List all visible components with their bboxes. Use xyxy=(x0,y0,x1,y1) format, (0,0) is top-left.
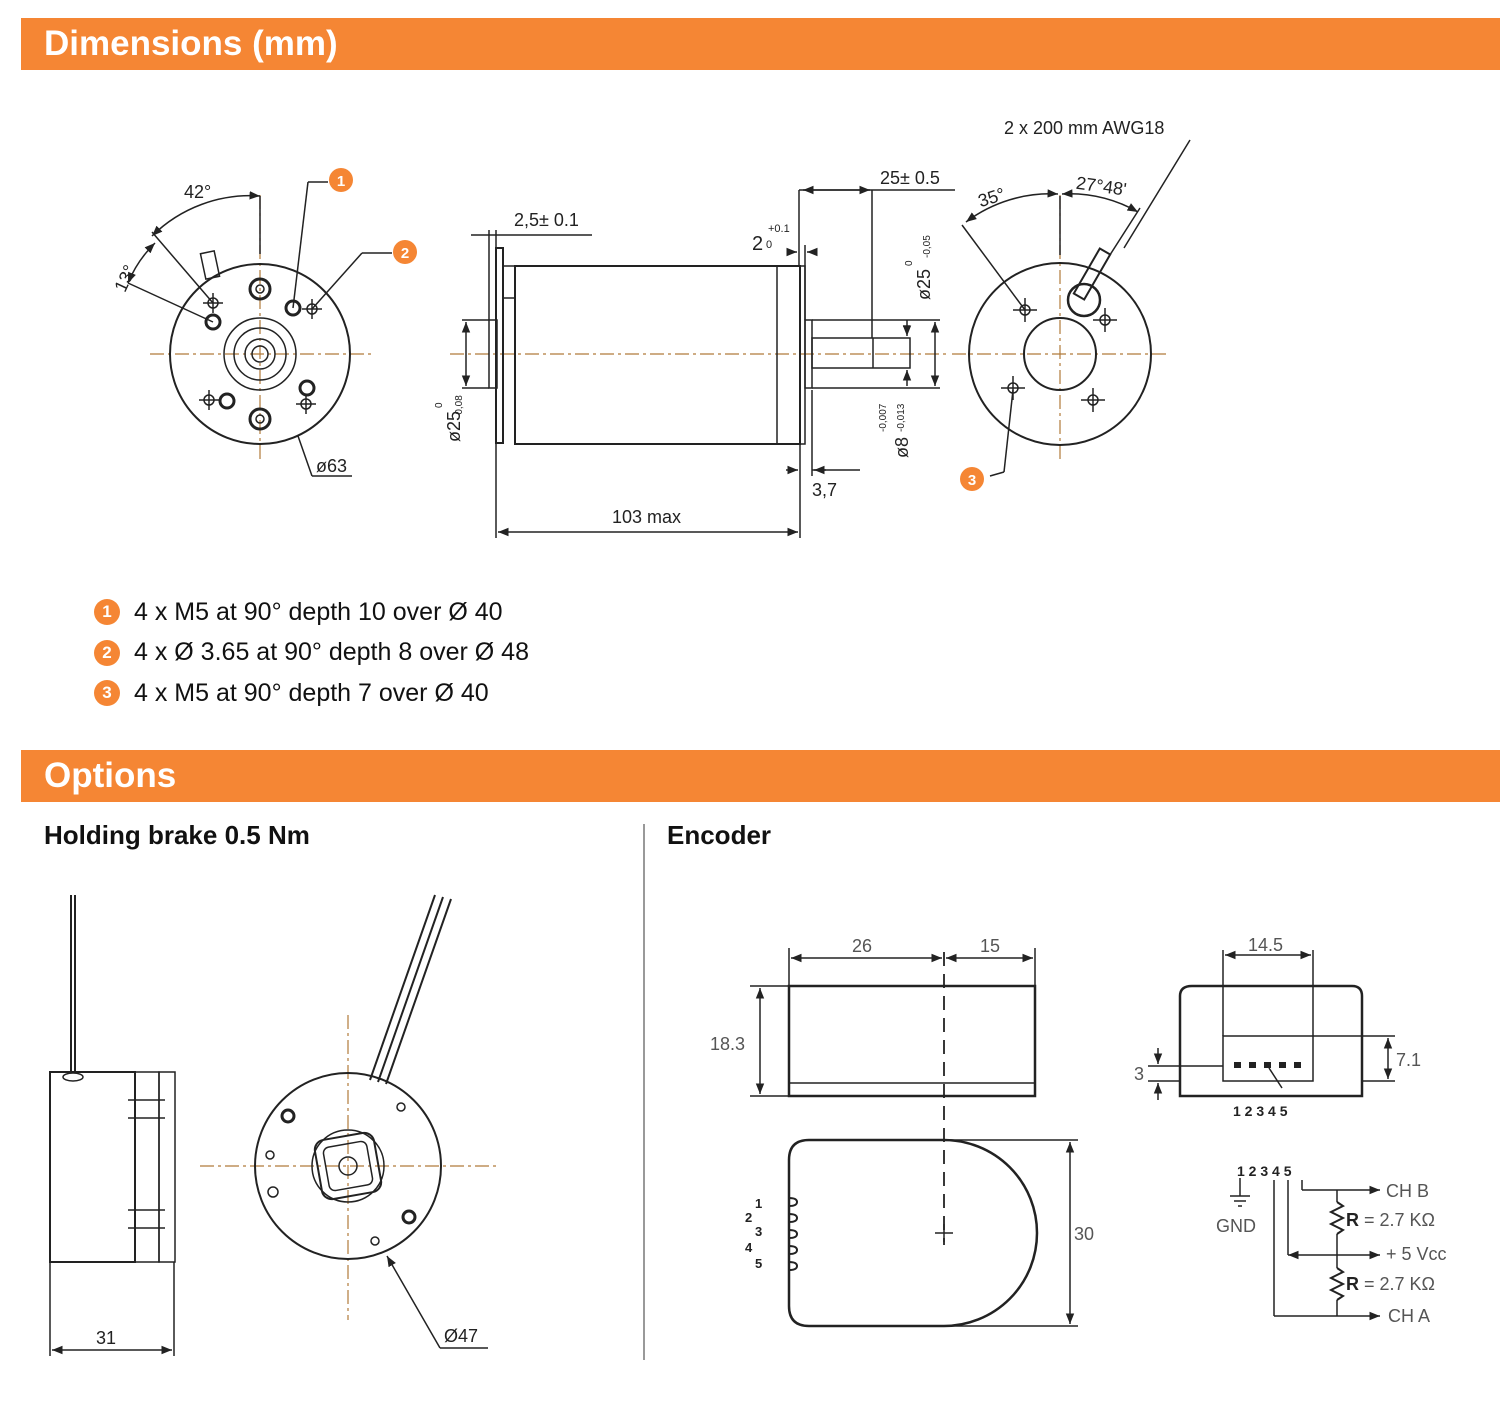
step-label: 2 xyxy=(752,233,763,255)
brake-side-view xyxy=(49,895,176,1356)
options-title: Options xyxy=(44,756,177,795)
overall-length-label: 103 max xyxy=(612,507,681,527)
callout-badge-2: 2 xyxy=(393,240,417,264)
encoder-side-view xyxy=(750,948,1037,1245)
front-view xyxy=(127,181,392,477)
hole-legend: 1 4 x M5 at 90° depth 10 over Ø 40 2 4 x… xyxy=(94,592,529,714)
svg-text:1: 1 xyxy=(337,173,345,190)
step-tol-upper: +0.1 xyxy=(768,223,790,235)
cable-label: 2 x 200 mm AWG18 xyxy=(1004,118,1164,138)
encoder-dim-30: 30 xyxy=(1074,1224,1094,1244)
encoder-pin-dots xyxy=(1234,1062,1301,1068)
pilot-right-label: ø25 xyxy=(914,269,934,300)
callout-badge-1: 1 xyxy=(329,168,353,192)
shaft-length-label: 25± 0.5 xyxy=(880,168,940,188)
legend-item: 2 4 x Ø 3.65 at 90° depth 8 over Ø 48 xyxy=(94,633,529,674)
rear-view xyxy=(952,139,1191,477)
legend-item: 1 4 x M5 at 90° depth 10 over Ø 40 xyxy=(94,592,529,633)
legend-badge-3: 3 xyxy=(94,680,120,707)
brake-title: Holding brake 0.5 Nm xyxy=(44,820,310,850)
svg-text:3: 3 xyxy=(968,472,976,489)
pilot-right-tol-upper: 0 xyxy=(904,260,915,266)
angle-27-label: 27°48' xyxy=(1075,173,1128,200)
options-header-bar: Options xyxy=(21,750,1500,802)
encoder-title: Encoder xyxy=(667,820,772,850)
options-divider xyxy=(643,824,645,1360)
brake-length-label: 31 xyxy=(96,1328,116,1348)
svg-text:2: 2 xyxy=(401,245,409,262)
flange-thickness-label: 2,5± 0.1 xyxy=(514,210,579,230)
wiring-ch-b-label: CH B xyxy=(1386,1181,1429,1201)
brake-diameter-label: Ø47 xyxy=(444,1326,478,1346)
pin-label-3: 3 xyxy=(755,1224,762,1239)
angle-42-label: 42° xyxy=(184,182,211,202)
encoder-wiring-diagram xyxy=(1230,1178,1380,1321)
legend-item: 3 4 x M5 at 90° depth 7 over Ø 40 xyxy=(94,673,529,714)
encoder-dim-18-3: 18.3 xyxy=(710,1034,745,1054)
wiring-r-bottom-value: = 2.7 KΩ xyxy=(1364,1274,1435,1294)
brake-front-view xyxy=(200,894,500,1349)
encoder-dim-3: 3 xyxy=(1134,1064,1144,1084)
angle-35-label: 35° xyxy=(975,184,1007,211)
encoder-dim-15: 15 xyxy=(980,936,1000,956)
shaft-tol-upper: -0,007 xyxy=(878,403,889,432)
pilot-left-tol-lower: -0,08 xyxy=(454,395,465,418)
pin-label-1: 1 xyxy=(755,1196,762,1211)
wiring-r-top-value: = 2.7 KΩ xyxy=(1364,1210,1435,1230)
dimensions-header-bar: Dimensions (mm) xyxy=(21,18,1500,70)
collar-label: 3,7 xyxy=(812,480,837,500)
pin-label-4: 4 xyxy=(745,1240,753,1255)
dimensions-title: Dimensions (mm) xyxy=(44,24,338,63)
encoder-dim-7-1: 7.1 xyxy=(1396,1050,1421,1070)
encoder-end-view xyxy=(1148,950,1395,1100)
pin-label-5: 5 xyxy=(755,1256,762,1271)
shaft-tol-lower: -0,013 xyxy=(896,403,907,432)
side-view xyxy=(450,185,955,538)
legend-text-1: 4 x M5 at 90° depth 10 over Ø 40 xyxy=(134,597,503,626)
shaft-diameter-label: ø8 xyxy=(892,437,912,458)
wiring-ch-a-label: CH A xyxy=(1388,1306,1430,1326)
legend-badge-1: 1 xyxy=(94,599,120,626)
wiring-r-bottom: R xyxy=(1346,1274,1359,1294)
legend-text-3: 4 x M5 at 90° depth 7 over Ø 40 xyxy=(134,678,489,707)
encoder-top-view xyxy=(787,1138,1078,1328)
callout-badge-3: 3 xyxy=(960,467,984,491)
pin-label-2: 2 xyxy=(745,1210,752,1225)
wiring-r-top: R xyxy=(1346,1210,1359,1230)
legend-text-2: 4 x Ø 3.65 at 90° depth 8 over Ø 48 xyxy=(134,638,529,667)
encoder-pin-numbers: 1 2 3 4 5 xyxy=(1233,1103,1288,1119)
step-tol-lower: 0 xyxy=(766,239,772,251)
wiring-gnd-label: GND xyxy=(1216,1216,1256,1236)
legend-badge-2: 2 xyxy=(94,639,120,666)
encoder-dim-14-5: 14.5 xyxy=(1248,935,1283,955)
pilot-left-label: ø25 xyxy=(444,411,464,442)
pilot-left-tol-upper: 0 xyxy=(434,402,445,408)
wiring-vcc-label: + 5 Vcc xyxy=(1386,1244,1447,1264)
encoder-dim-26: 26 xyxy=(852,936,872,956)
wiring-pin-numbers: 1 2 3 4 5 xyxy=(1237,1163,1292,1179)
pilot-right-tol-lower: -0,05 xyxy=(922,235,933,258)
front-diameter-label: ø63 xyxy=(316,456,347,476)
